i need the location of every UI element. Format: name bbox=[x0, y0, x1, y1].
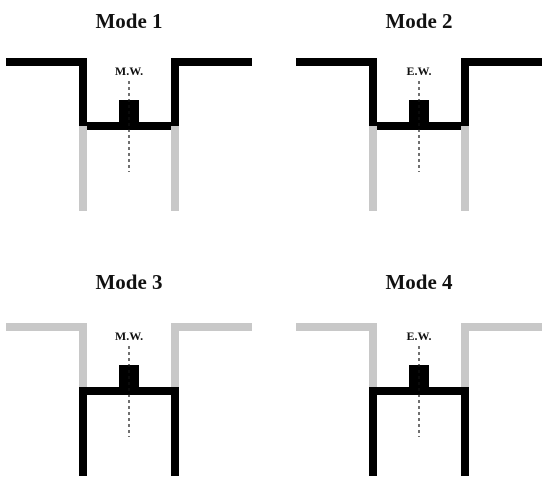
mode-title: Mode 2 bbox=[385, 9, 452, 33]
mode-title: Mode 4 bbox=[385, 270, 453, 294]
marker-label: M.W. bbox=[115, 64, 143, 78]
marker-label-background bbox=[112, 64, 146, 78]
mode-panel-1: Mode 1 M.W. bbox=[6, 9, 252, 211]
lower-section bbox=[79, 387, 179, 476]
upper-section bbox=[296, 323, 542, 391]
mode-title: Mode 3 bbox=[95, 270, 162, 294]
mode-panel-3: Mode 3 M.W. bbox=[6, 270, 252, 476]
marker-label-background bbox=[404, 64, 434, 78]
marker-label: M.W. bbox=[115, 329, 143, 343]
lower-section bbox=[79, 126, 179, 211]
mode-panel-4: Mode 4 E.W. bbox=[296, 270, 542, 476]
lower-section bbox=[369, 126, 469, 211]
marker-label-background bbox=[404, 329, 434, 343]
lower-section bbox=[369, 387, 469, 476]
mode-panel-2: Mode 2 E.W. bbox=[296, 9, 542, 211]
mode-title: Mode 1 bbox=[95, 9, 162, 33]
marker-label: E.W. bbox=[407, 329, 432, 343]
upper-section bbox=[6, 323, 252, 391]
marker-label: E.W. bbox=[407, 64, 432, 78]
marker-label-background bbox=[112, 329, 146, 343]
